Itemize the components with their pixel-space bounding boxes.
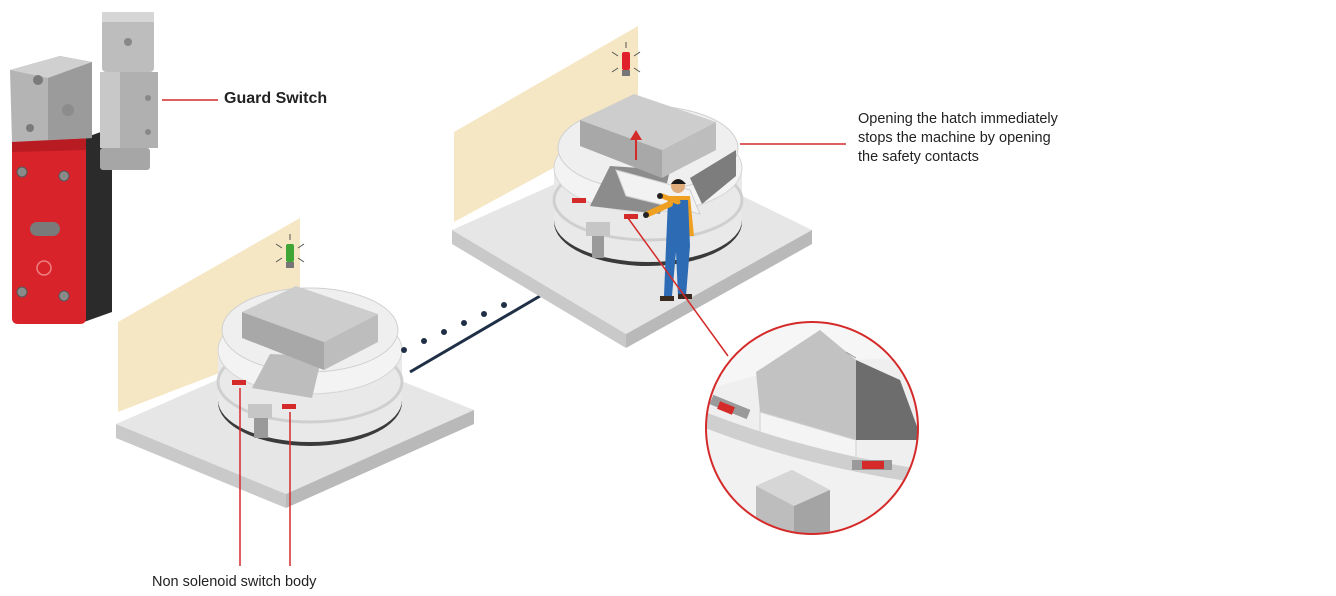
guard-switch-label: Guard Switch: [224, 90, 327, 108]
guard-switch-image: [10, 12, 158, 324]
detail-magnifier: [700, 318, 926, 540]
switch-body-label: Non solenoid switch body: [152, 574, 316, 590]
hatch-note-line-2: stops the machine by opening: [858, 129, 1158, 148]
hatch-note-label: Opening the hatch immediately stops the …: [858, 110, 1158, 167]
hatch-note-line-1: Opening the hatch immediately: [858, 110, 1158, 129]
detail-switch-right-icon: [852, 460, 892, 470]
hatch-note-line-3: the safety contacts: [858, 148, 1158, 167]
left-machine-station: [116, 218, 474, 508]
right-machine-station: [452, 26, 812, 348]
station-connector: [401, 296, 540, 372]
